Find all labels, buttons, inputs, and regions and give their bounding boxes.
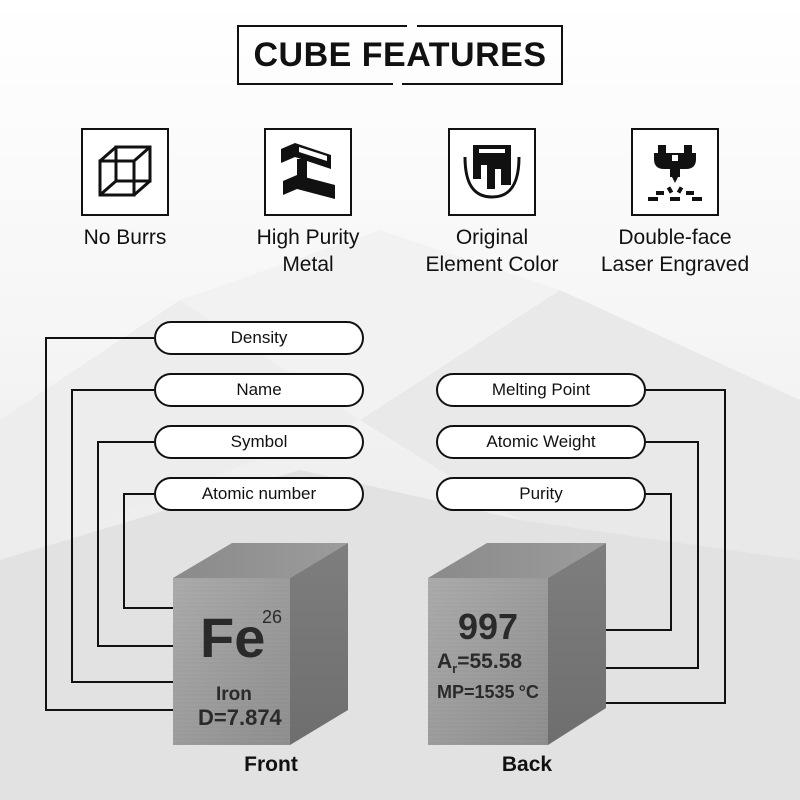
label-name: Name: [154, 373, 364, 407]
label-atomic-weight: Atomic Weight: [436, 425, 646, 459]
feature-laser-engraved: Double-face Laser Engraved: [575, 128, 775, 278]
element-symbol: Fe: [200, 606, 266, 669]
back-cube: [428, 543, 606, 745]
element-density: D=7.874: [198, 705, 282, 730]
atomic-weight-value: Ar=55.58: [437, 650, 523, 677]
label-melting-point: Melting Point: [436, 373, 646, 407]
feature-label: High Purity Metal: [256, 226, 360, 276]
caption-front: Front: [244, 753, 298, 776]
laser-engraver-icon: [648, 145, 702, 201]
feature-label: Double-face Laser Engraved: [600, 226, 750, 276]
melting-point-value: MP=1535 °C: [437, 682, 539, 702]
title-frame: CUBE FEATURES: [237, 25, 563, 85]
feature-label: Original Element Color: [425, 226, 559, 276]
cube-wireframe-icon: [98, 145, 152, 197]
page-title: CUBE FEATURES: [253, 35, 547, 74]
purity-value: 997: [458, 606, 519, 647]
feature-no-burrs: No Burrs: [25, 128, 225, 251]
front-cube: [173, 543, 348, 745]
feature-original-color: Original Element Color: [392, 128, 592, 278]
label-purity: Purity: [436, 477, 646, 511]
label-atomic-number: Atomic number: [154, 477, 364, 511]
caption-back: Back: [501, 753, 553, 776]
feature-high-purity: High Purity Metal: [208, 128, 408, 278]
steel-beam-icon: [281, 143, 335, 199]
label-symbol: Symbol: [154, 425, 364, 459]
label-density: Density: [154, 321, 364, 355]
feature-label: No Burrs: [83, 226, 167, 249]
atomic-number: 26: [262, 607, 283, 627]
paint-bucket-icon: [463, 145, 521, 199]
element-name: Iron: [216, 684, 252, 705]
